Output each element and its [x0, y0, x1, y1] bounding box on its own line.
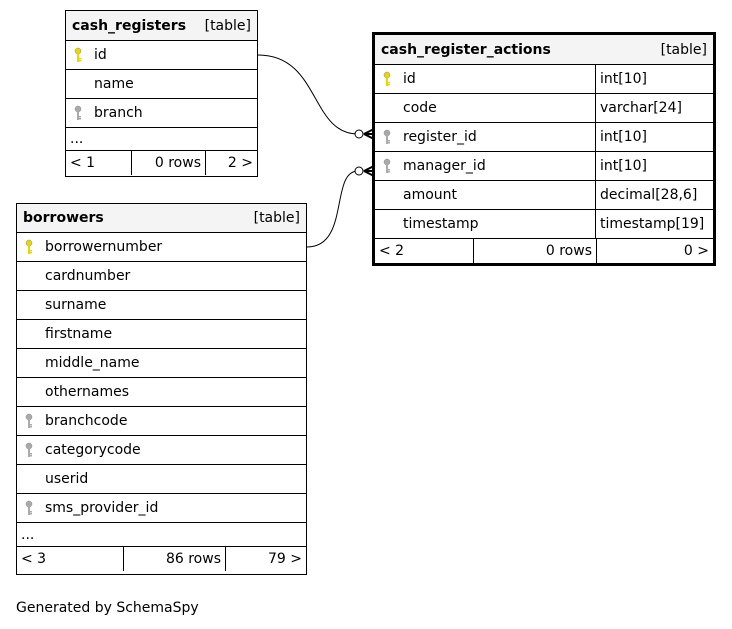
edge-borrowers-to-actions	[306, 170, 359, 248]
table-kind: [table]	[204, 17, 251, 34]
more-columns: ...	[66, 128, 257, 151]
column-row-surname[interactable]: surname	[17, 291, 306, 320]
column-name: cardnumber	[45, 268, 131, 284]
edge-optional-marker	[354, 129, 364, 139]
column-name: categorycode	[45, 442, 141, 458]
primary-key-icon	[375, 71, 399, 87]
column-row-firstname[interactable]: firstname	[17, 320, 306, 349]
column-name: firstname	[45, 326, 113, 342]
foreign-key-icon	[66, 105, 90, 121]
column-row-sms-provider-id[interactable]: sms_provider_id	[17, 494, 306, 523]
column-name: branch	[94, 105, 143, 121]
column-row-id[interactable]: id	[66, 41, 257, 70]
column-name: amount	[403, 187, 458, 203]
table-kind: [table]	[253, 210, 300, 226]
table-footer: < 2 0 rows 0 >	[375, 239, 713, 263]
column-type: varchar[24]	[595, 94, 713, 122]
table-borrowers[interactable]: borrowers [table] borrowernumber cardnumb…	[16, 203, 307, 575]
table-name: cash_registers	[72, 17, 187, 34]
column-type: int[10]	[595, 123, 713, 151]
table-name: cash_register_actions	[381, 41, 551, 58]
table-footer: < 1 0 rows 2 >	[66, 151, 257, 175]
table-kind: [table]	[660, 41, 707, 58]
primary-key-icon	[17, 239, 41, 255]
column-name: branchcode	[45, 413, 128, 429]
column-row-id[interactable]: id int[10]	[375, 65, 713, 94]
row-count: 0 rows	[474, 239, 597, 263]
column-row-register-id[interactable]: register_id int[10]	[375, 123, 713, 152]
column-name: borrowernumber	[45, 239, 163, 255]
children-count[interactable]: 79 >	[268, 551, 302, 567]
column-row-code[interactable]: code varchar[24]	[375, 94, 713, 123]
column-row-manager-id[interactable]: manager_id int[10]	[375, 152, 713, 181]
column-name: othernames	[45, 384, 130, 400]
table-header: borrowers [table]	[17, 204, 306, 233]
parents-count[interactable]: < 1	[66, 151, 132, 175]
table-header: cash_register_actions [table]	[375, 35, 713, 65]
table-name: borrowers	[23, 210, 104, 226]
column-name: surname	[45, 297, 107, 313]
column-row-userid[interactable]: userid	[17, 465, 306, 494]
column-row-amount[interactable]: amount decimal[28,6]	[375, 181, 713, 210]
table-footer: < 3 86 rows 79 >	[17, 547, 306, 571]
foreign-key-icon	[375, 129, 399, 145]
column-row-branchcode[interactable]: branchcode	[17, 407, 306, 436]
children-count[interactable]: 2 >	[227, 155, 253, 171]
column-type: int[10]	[595, 65, 713, 93]
children-count[interactable]: 0 >	[683, 243, 709, 259]
column-name: middle_name	[45, 355, 140, 371]
column-name: id	[403, 71, 416, 87]
parents-count[interactable]: < 2	[375, 239, 474, 263]
column-type: int[10]	[595, 152, 713, 180]
column-name: timestamp	[403, 216, 479, 232]
generated-by-label: Generated by SchemaSpy	[16, 600, 199, 616]
more-columns: ...	[17, 523, 306, 547]
primary-key-icon	[66, 47, 90, 63]
column-name: register_id	[403, 129, 477, 145]
row-count: 0 rows	[132, 151, 206, 175]
column-name: manager_id	[403, 158, 486, 174]
column-row-othernames[interactable]: othernames	[17, 378, 306, 407]
column-row-cardnumber[interactable]: cardnumber	[17, 262, 306, 291]
column-type: timestamp[19]	[595, 210, 713, 238]
column-type: decimal[28,6]	[595, 181, 713, 209]
column-row-middle-name[interactable]: middle_name	[17, 349, 306, 378]
column-row-categorycode[interactable]: categorycode	[17, 436, 306, 465]
column-name: userid	[45, 471, 89, 487]
edge-cash-registers-to-actions	[257, 54, 359, 135]
row-count: 86 rows	[124, 547, 226, 571]
parents-count[interactable]: < 3	[17, 547, 124, 571]
table-header: cash_registers [table]	[66, 11, 257, 41]
column-row-name[interactable]: name	[66, 70, 257, 99]
edge-optional-marker	[354, 166, 364, 176]
column-name: id	[94, 47, 107, 63]
column-row-borrowernumber[interactable]: borrowernumber	[17, 233, 306, 262]
foreign-key-icon	[375, 158, 399, 174]
column-name: name	[94, 76, 134, 92]
column-row-timestamp[interactable]: timestamp timestamp[19]	[375, 210, 713, 239]
foreign-key-icon	[17, 500, 41, 516]
foreign-key-icon	[17, 442, 41, 458]
column-name: code	[403, 100, 437, 116]
column-name: sms_provider_id	[45, 500, 159, 516]
column-row-branch[interactable]: branch	[66, 99, 257, 128]
foreign-key-icon	[17, 413, 41, 429]
